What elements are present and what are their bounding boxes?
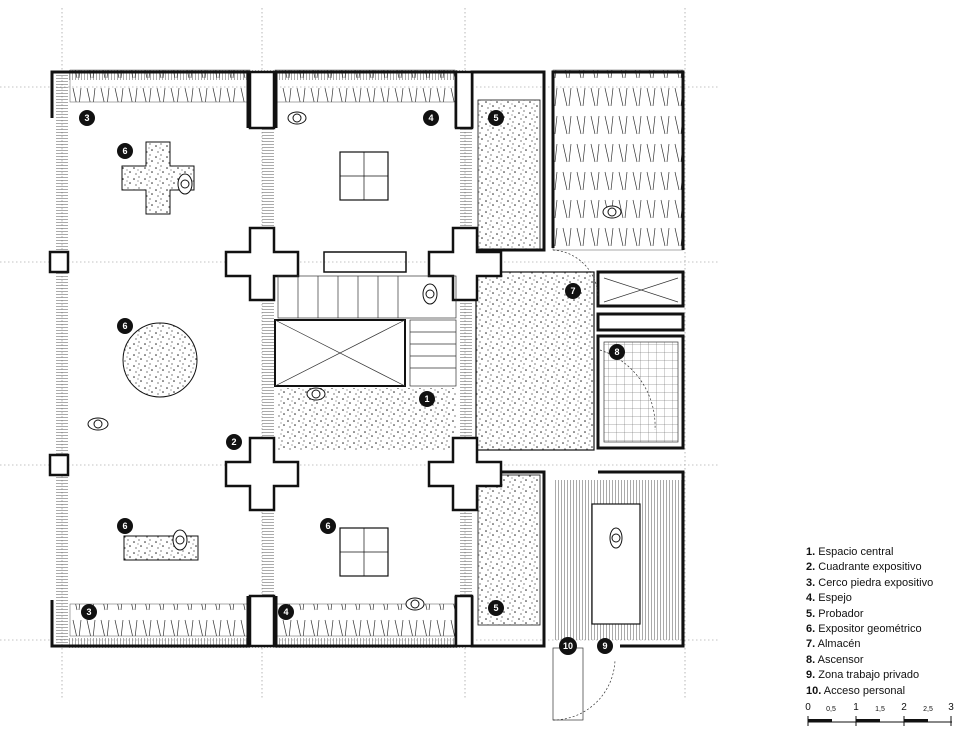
svg-text:4: 4 bbox=[283, 607, 288, 617]
marker-9: 9 bbox=[597, 638, 613, 654]
svg-text:7: 7 bbox=[570, 286, 575, 296]
scale-label: 0 bbox=[805, 702, 811, 713]
people bbox=[87, 111, 623, 611]
marker-1: 1 bbox=[419, 391, 435, 407]
scale-label: 1 bbox=[853, 702, 859, 713]
legend: 1. Espacio central 2. Cuadrante expositi… bbox=[806, 545, 933, 699]
svg-text:9: 9 bbox=[602, 641, 607, 651]
scale-bar-graphic bbox=[807, 716, 952, 726]
scale-label: 2 bbox=[901, 702, 907, 713]
scale-label: 1,5 bbox=[875, 706, 885, 713]
marker-4b: 4 bbox=[278, 604, 294, 620]
svg-text:8: 8 bbox=[614, 347, 619, 357]
marker-3b: 3 bbox=[81, 604, 97, 620]
marker-5a: 5 bbox=[488, 110, 504, 126]
svg-text:6: 6 bbox=[122, 521, 127, 531]
legend-item: 4. Espejo bbox=[806, 592, 852, 605]
legend-item: 6. Expositor geométrico bbox=[806, 623, 922, 636]
legend-item: 3. Cerco piedra expositivo bbox=[806, 576, 934, 589]
legend-item: 10. Acceso personal bbox=[806, 684, 906, 697]
display-furniture bbox=[121, 141, 389, 577]
legend-item: 5. Probador bbox=[806, 607, 864, 620]
svg-text:5: 5 bbox=[493, 113, 498, 123]
svg-text:1: 1 bbox=[424, 394, 429, 404]
display-bands bbox=[69, 69, 684, 637]
svg-text:10: 10 bbox=[563, 641, 573, 651]
svg-text:5: 5 bbox=[493, 603, 498, 613]
svg-text:6: 6 bbox=[325, 521, 330, 531]
svg-text:6: 6 bbox=[122, 321, 127, 331]
private-work-zone bbox=[552, 249, 683, 721]
marker-badges: 1 2 3 3 4 4 5 5 6 6 6 6 7 8 9 10 bbox=[79, 110, 625, 655]
svg-text:6: 6 bbox=[122, 146, 127, 156]
svg-text:3: 3 bbox=[84, 113, 89, 123]
marker-7: 7 bbox=[565, 283, 581, 299]
marker-2: 2 bbox=[226, 434, 242, 450]
marker-6b: 6 bbox=[117, 318, 133, 334]
marker-6c: 6 bbox=[117, 518, 133, 534]
legend-item: 7. Almacén bbox=[806, 638, 861, 651]
legend-item: 1. Espacio central bbox=[806, 546, 894, 558]
marker-8: 8 bbox=[609, 344, 625, 360]
scale-label: 3 bbox=[948, 702, 954, 713]
perimeter-circulation bbox=[56, 70, 472, 648]
legend-item: 9. Zona trabajo privado bbox=[806, 669, 920, 682]
marker-6a: 6 bbox=[117, 143, 133, 159]
scale-label: 2,5 bbox=[923, 706, 933, 713]
legend-item: 8. Ascensor bbox=[806, 653, 864, 666]
columns bbox=[48, 70, 503, 648]
scale-bar: 0 0,5 1 1,5 2 2,5 3 bbox=[800, 700, 960, 740]
marker-5b: 5 bbox=[488, 600, 504, 616]
svg-text:4: 4 bbox=[428, 113, 433, 123]
lift-storage bbox=[599, 277, 679, 443]
scale-label: 0,5 bbox=[826, 706, 836, 713]
stone-areas bbox=[278, 99, 595, 626]
svg-text:2: 2 bbox=[231, 437, 236, 447]
marker-3a: 3 bbox=[79, 110, 95, 126]
marker-10: 10 bbox=[559, 637, 577, 655]
marker-6d: 6 bbox=[320, 518, 336, 534]
legend-item: 2. Cuadrante expositivo bbox=[806, 561, 922, 574]
central-stair bbox=[274, 251, 457, 387]
svg-text:3: 3 bbox=[86, 607, 91, 617]
marker-4a: 4 bbox=[423, 110, 439, 126]
